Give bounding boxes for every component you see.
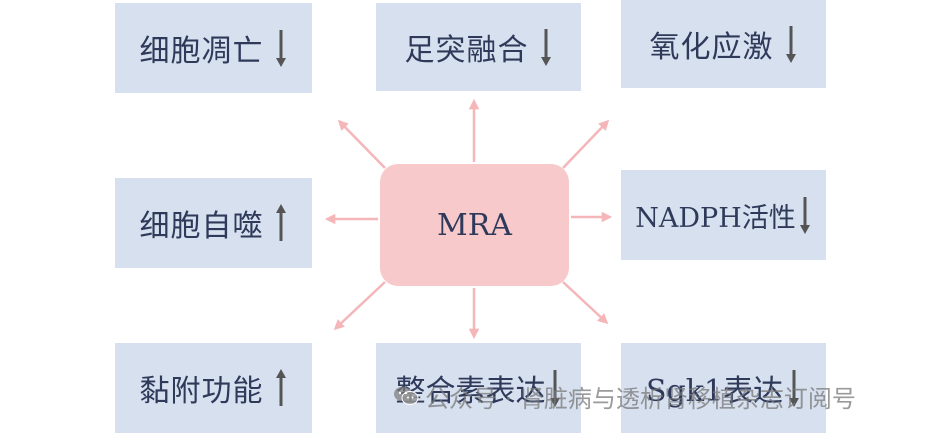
trend-down-icon <box>548 368 562 408</box>
effect-box-apoptosis: 细胞凋亡 <box>115 3 312 93</box>
trend-down-icon <box>274 28 288 68</box>
effect-label: NADPH活性 <box>635 202 796 234</box>
trend-down-icon <box>787 368 801 408</box>
effect-label: 细胞自噬 <box>139 209 264 244</box>
arrow-to-sgk1 <box>562 281 609 325</box>
trend-up-icon <box>274 368 288 408</box>
effect-box-sgk1: Sgk1表达 <box>621 343 826 433</box>
center-label: MRA <box>437 207 512 243</box>
arrow-to-oxidative <box>562 119 610 169</box>
wechat-icon <box>393 385 419 407</box>
watermark-text: 公众号 · 肾脏病与透析肾移植杂志订阅号 <box>425 384 856 413</box>
trend-down-icon <box>798 195 812 235</box>
trend-down-icon <box>539 27 553 67</box>
effect-label: 足突融合 <box>404 33 529 68</box>
effect-label: 整合素表达 <box>395 374 546 409</box>
effect-box-integrin: 整合素表达 <box>376 343 581 433</box>
trend-down-icon <box>784 24 798 64</box>
effect-label: 细胞凋亡 <box>139 34 264 69</box>
effect-label: 氧化应激 <box>649 30 774 65</box>
effect-box-oxidative: 氧化应激 <box>621 0 826 88</box>
arrow-to-adhesion <box>333 281 386 331</box>
effect-box-autophagy: 细胞自噬 <box>115 178 312 268</box>
center-node-mra: MRA <box>380 164 569 286</box>
effect-box-fusion: 足突融合 <box>376 3 581 91</box>
trend-up-icon <box>274 203 288 243</box>
arrow-to-apoptosis <box>337 119 386 169</box>
effect-label: 黏附功能 <box>139 374 264 409</box>
effect-label: Sgk1表达 <box>645 374 784 409</box>
watermark: 公众号 · 肾脏病与透析肾移植杂志订阅号 <box>393 378 856 414</box>
effect-box-nadph: NADPH活性 <box>621 170 826 260</box>
effect-box-adhesion: 黏附功能 <box>115 343 312 433</box>
